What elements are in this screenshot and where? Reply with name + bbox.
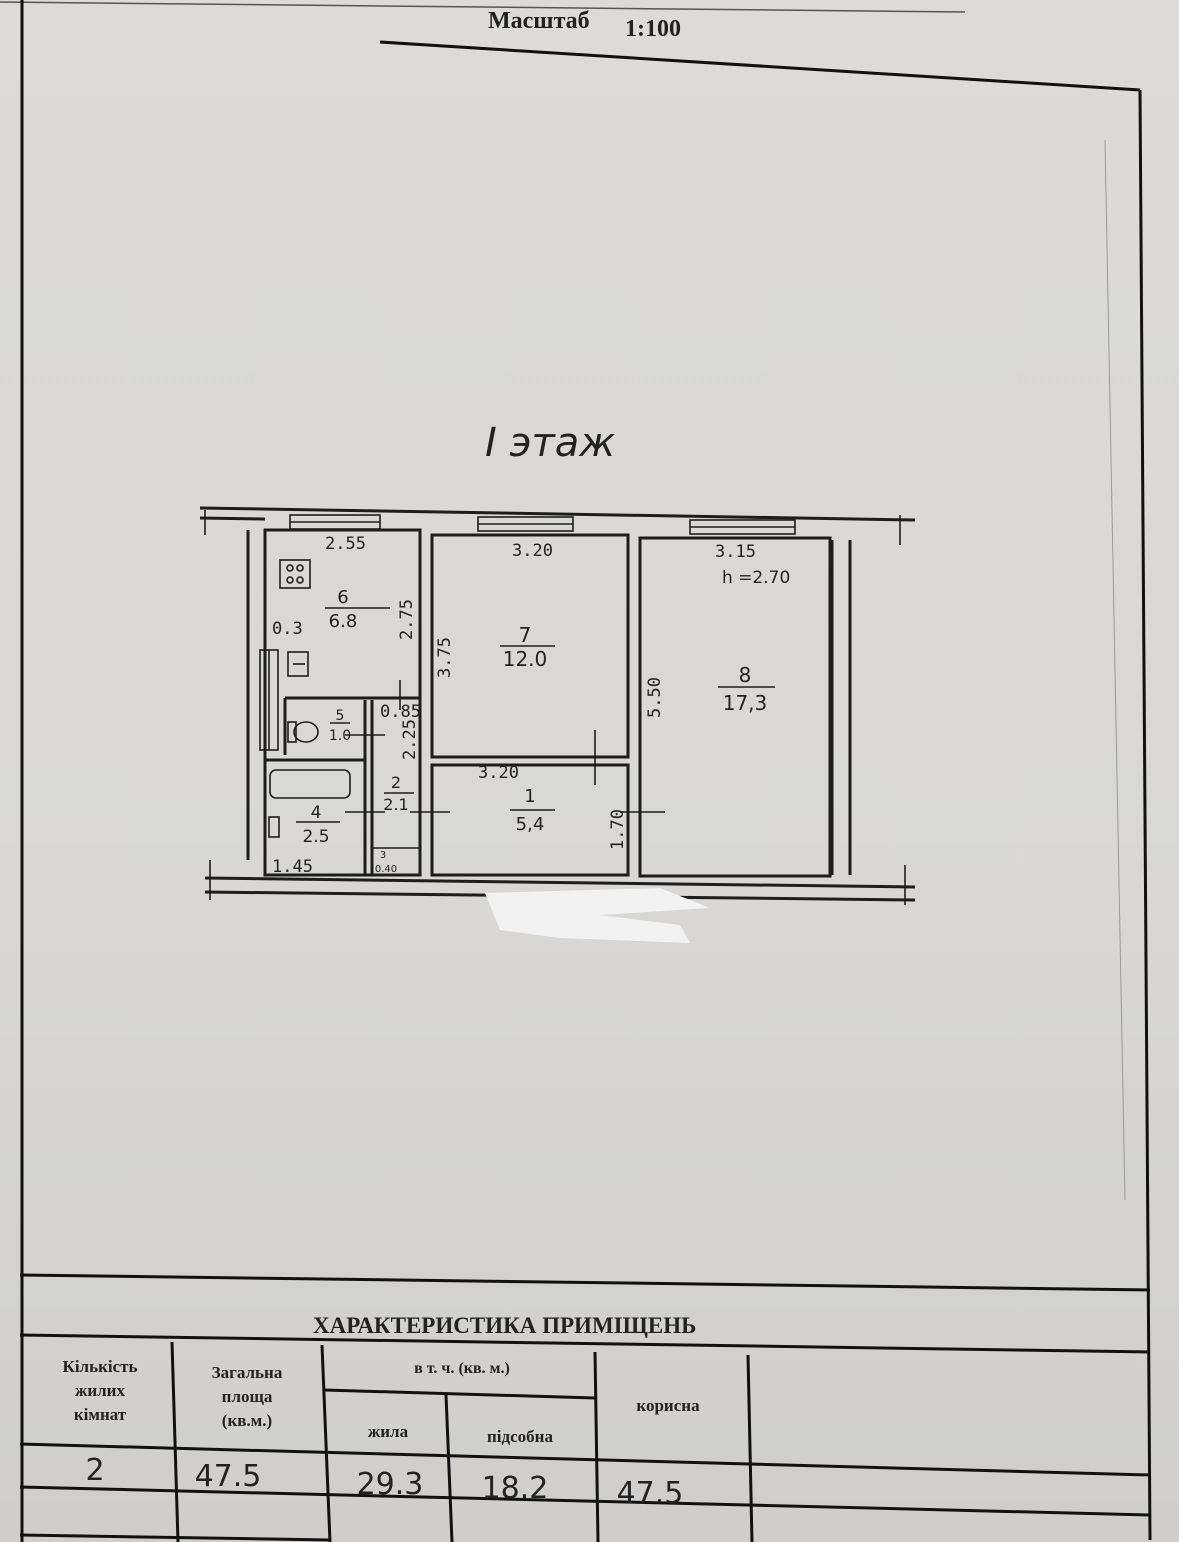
dim-room8-depth: 5.50 bbox=[645, 677, 665, 718]
room-7: 712.0 bbox=[500, 623, 555, 671]
ceiling-height: h =2.70 bbox=[722, 568, 790, 588]
cell-auxiliary: 18.2 bbox=[482, 1471, 549, 1506]
svg-text:1: 1 bbox=[524, 786, 535, 807]
scale-label: Масштаб bbox=[488, 8, 590, 34]
svg-text:2: 2 bbox=[391, 773, 401, 792]
window bbox=[689, 519, 796, 535]
svg-text:8: 8 bbox=[739, 663, 752, 687]
svg-text:5,4: 5,4 bbox=[516, 814, 545, 835]
dim-corridor-width: 0.85 bbox=[380, 702, 421, 722]
cell-total-area: 47.5 bbox=[195, 1459, 262, 1494]
window bbox=[477, 516, 574, 532]
svg-text:3: 3 bbox=[380, 850, 386, 861]
cell-living: 29.3 bbox=[357, 1467, 424, 1502]
sink-icon bbox=[287, 651, 309, 677]
svg-text:6: 6 bbox=[337, 587, 348, 608]
floor-plan: 66.8 712.0 817,3 15,4 51.0 22.1 42.5 30.… bbox=[199, 506, 916, 905]
dim-room1-depth: 1.70 bbox=[608, 809, 628, 850]
svg-text:17,3: 17,3 bbox=[723, 691, 768, 715]
stove-icon bbox=[279, 559, 311, 589]
room-2: 22.1 bbox=[383, 773, 414, 814]
svg-text:2.5: 2.5 bbox=[302, 827, 329, 847]
dim-kitchen-offset: 0.3 bbox=[272, 619, 303, 639]
room-8: 817,3 bbox=[718, 663, 775, 715]
washbasin-icon bbox=[268, 816, 280, 838]
characteristics-table: ХАРАКТЕРИСТИКА ПРИМІЩЕНЬ Кількість жилих… bbox=[19, 1273, 1151, 1542]
svg-text:0.40: 0.40 bbox=[375, 864, 397, 875]
header-auxiliary: підсобна bbox=[487, 1427, 553, 1446]
dim-corridor-length: 2.25 bbox=[400, 719, 420, 760]
dim-room7-depth: 3.75 bbox=[435, 637, 455, 678]
header-useful: корисна bbox=[636, 1396, 700, 1415]
header-including: в т. ч. (кв. м.) bbox=[414, 1360, 510, 1377]
floor-label: I этаж bbox=[485, 420, 615, 466]
header-rooms-count-1: Кількість bbox=[63, 1357, 138, 1376]
top-rule bbox=[0, 1, 966, 13]
redaction-mark bbox=[485, 888, 710, 943]
header-rooms-count-2: жилих bbox=[75, 1381, 125, 1400]
dim-bath-width: 1.45 bbox=[272, 857, 313, 877]
bathtub-icon bbox=[269, 769, 351, 799]
cell-useful: 47.5 bbox=[617, 1476, 684, 1511]
room-3: 30.40 bbox=[375, 850, 397, 875]
ventilation-shaft-icon bbox=[259, 649, 279, 751]
header-rooms-count-3: кімнат bbox=[74, 1405, 127, 1424]
toilet-icon bbox=[287, 721, 319, 743]
room-4: 42.5 bbox=[296, 803, 340, 847]
dim-kitchen-depth: 2.75 bbox=[397, 599, 417, 640]
scale-value: 1:100 bbox=[625, 16, 681, 42]
page-frame bbox=[20, 0, 1152, 1542]
svg-text:7: 7 bbox=[519, 623, 532, 647]
room-6: 66.8 bbox=[325, 587, 390, 632]
svg-text:6.8: 6.8 bbox=[329, 611, 358, 632]
header-total-area-1: Загальна bbox=[212, 1363, 283, 1382]
header-total-area-3: (кв.м.) bbox=[222, 1411, 272, 1430]
cell-rooms-count: 2 bbox=[85, 1453, 104, 1488]
dim-kitchen-width: 2.55 bbox=[325, 534, 366, 554]
svg-text:2.1: 2.1 bbox=[383, 795, 408, 814]
dim-room8-width: 3.15 bbox=[715, 542, 756, 562]
dim-room7-width: 3.20 bbox=[512, 541, 553, 561]
room-5: 51.0 bbox=[329, 708, 351, 744]
svg-text:4: 4 bbox=[311, 803, 322, 823]
svg-text:5: 5 bbox=[336, 708, 345, 724]
dim-room1-width: 3.20 bbox=[478, 763, 519, 783]
table-title: ХАРАКТЕРИСТИКА ПРИМІЩЕНЬ bbox=[313, 1313, 696, 1338]
window bbox=[289, 514, 381, 530]
svg-text:1.0: 1.0 bbox=[329, 728, 351, 744]
header-living: жила bbox=[368, 1422, 409, 1441]
header-total-area-2: площа bbox=[222, 1387, 273, 1406]
svg-text:12.0: 12.0 bbox=[503, 647, 548, 671]
room-1: 15,4 bbox=[510, 786, 555, 835]
